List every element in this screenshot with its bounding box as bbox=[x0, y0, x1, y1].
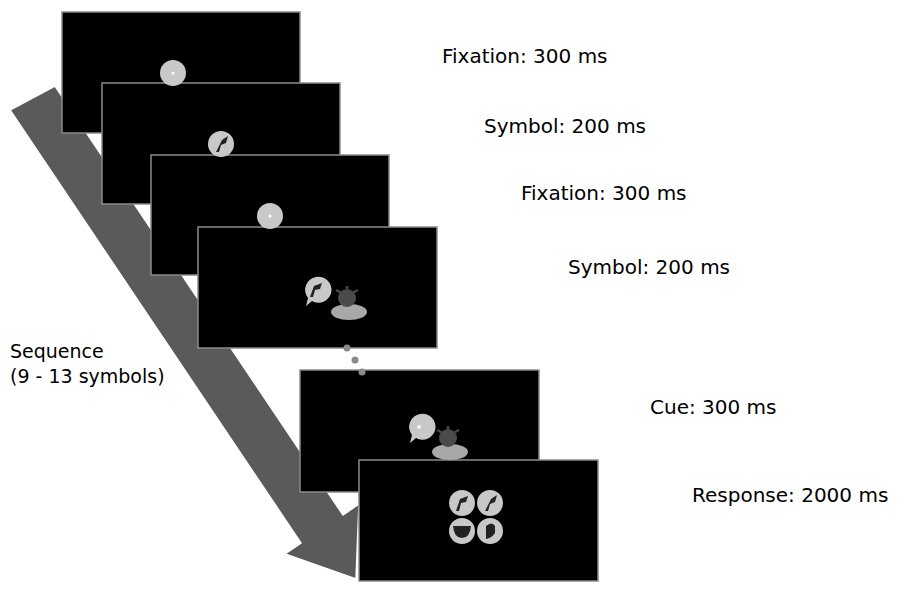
timing-label: Symbol: 200 ms bbox=[484, 114, 646, 138]
timing-label: Fixation: 300 ms bbox=[442, 44, 608, 68]
timing-label: Symbol: 200 ms bbox=[568, 255, 730, 279]
response-options bbox=[449, 490, 503, 544]
sequence-label: (9 - 13 symbols) bbox=[10, 365, 165, 388]
timing-label: Fixation: 300 ms bbox=[521, 181, 687, 205]
sequence-label: Sequence bbox=[10, 340, 104, 363]
timing-label: Response: 2000 ms bbox=[692, 483, 888, 507]
fixation-1 bbox=[160, 60, 186, 86]
screen bbox=[359, 460, 598, 581]
continuation-dots bbox=[344, 345, 366, 376]
screens bbox=[62, 12, 598, 581]
timing-label: Cue: 300 ms bbox=[650, 395, 776, 419]
symbol-2 bbox=[305, 277, 367, 320]
cue bbox=[409, 414, 468, 460]
fixation-2 bbox=[257, 203, 283, 229]
screen bbox=[198, 227, 437, 348]
symbol-1 bbox=[208, 131, 234, 157]
